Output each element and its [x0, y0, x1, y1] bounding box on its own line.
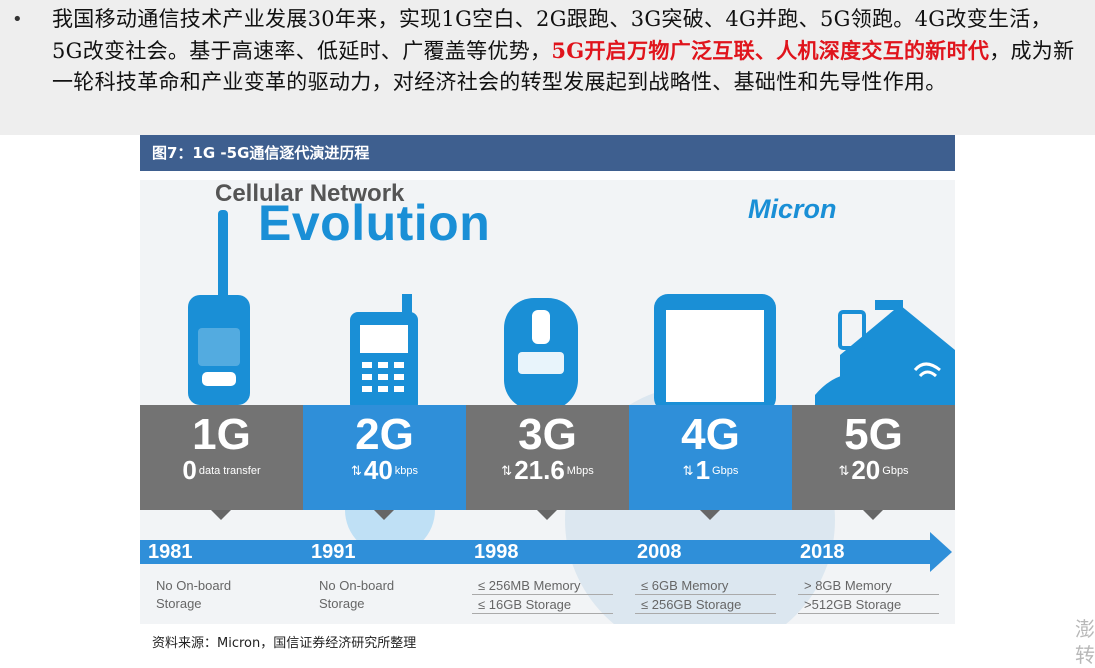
figure-title: Evolution	[258, 195, 491, 251]
speed-unit-5g: Gbps	[882, 464, 909, 477]
timeline-bar	[140, 540, 935, 564]
band-2g	[303, 405, 466, 510]
gen-label-3g: 3G	[518, 410, 577, 459]
phone-3g-icon	[504, 298, 578, 410]
band-1g	[140, 405, 303, 510]
gen-label-2g: 2G	[355, 410, 414, 459]
gen-label-1g: 1G	[192, 410, 251, 459]
storage-line: Storage	[319, 596, 365, 611]
year-4g: 2008	[637, 541, 682, 563]
speed-value-5g: 20	[851, 455, 881, 485]
storage-line: ≤ 16GB Storage	[472, 597, 613, 614]
storage-line: > 8GB Memory	[798, 578, 939, 595]
storage-5g: > 8GB Memory >512GB Storage	[798, 578, 953, 616]
speed-unit-3g: Mbps	[566, 464, 594, 477]
paragraph-text-after: ，成为新一轮科技革命和产业变革的驱动力，对经济社会的转型发展起到战略性、基础性和…	[52, 39, 1075, 94]
storage-3g: ≤ 256MB Memory ≤ 16GB Storage	[472, 578, 627, 616]
year-3g: 1998	[474, 541, 519, 563]
updown-arrow-icon: ⇅	[501, 462, 513, 478]
storage-4g: ≤ 6GB Memory ≤ 256GB Storage	[635, 578, 790, 616]
gen-label-5g: 5G	[844, 410, 903, 459]
storage-line: ≤ 256GB Storage	[635, 597, 776, 614]
band-5g	[792, 405, 955, 510]
speed-unit-2g: kbps	[394, 464, 419, 477]
phone-1g-icon	[188, 210, 250, 405]
speed-unit-1g: data transfer	[198, 464, 261, 477]
updown-arrow-icon: ⇅	[350, 462, 362, 478]
phone-4g-icon	[654, 294, 776, 412]
paragraph-highlight: 5G开启万物广泛互联、人机深度交互的新时代	[551, 38, 990, 63]
gen-label-4g: 4G	[681, 410, 740, 459]
speed-value-4g: 1	[695, 455, 711, 485]
paragraph-text-before: 我国移动通信技术产业发展30年来，实现1G空白、2G跟跑、3G突破、4G并跑、5…	[52, 7, 1052, 63]
storage-1g: No On-board Storage	[150, 578, 305, 614]
top-text-band	[0, 0, 1095, 135]
source-note: 资料来源：Micron，国信证券经济研究所整理	[152, 636, 417, 651]
storage-line: No On-board	[319, 578, 395, 593]
band-pointers	[211, 510, 883, 520]
phone-2g-icon	[350, 294, 418, 412]
figure-header: Cellular Network	[215, 180, 405, 207]
iot-5g-icon	[815, 300, 955, 415]
intro-paragraph: 我国移动通信技术产业发展30年来，实现1G空白、2G跟跑、3G突破、4G并跑、5…	[52, 4, 1088, 98]
speed-value-3g: 21.6	[514, 455, 565, 485]
speed-value-2g: 40	[363, 455, 393, 485]
micron-logo: Micron	[748, 194, 837, 224]
storage-line: ≤ 256MB Memory	[472, 578, 613, 595]
evolution-figure: Cellular Network Evolution Micron 1G 2G …	[140, 180, 955, 624]
storage-line: Storage	[156, 596, 202, 611]
figure-graphics	[140, 210, 955, 624]
bullet-dot: •	[12, 9, 23, 30]
year-2g: 1991	[311, 541, 356, 563]
band-4g	[629, 405, 792, 510]
speed-unit-4g: Gbps	[712, 464, 739, 477]
updown-arrow-icon: ⇅	[838, 462, 850, 478]
updown-arrow-icon: ⇅	[682, 462, 694, 478]
year-5g: 2018	[800, 541, 845, 563]
band-3g	[466, 405, 629, 510]
speed-value-1g: 0	[182, 455, 197, 485]
storage-2g: No On-board Storage	[313, 578, 468, 614]
storage-line: No On-board	[156, 578, 232, 593]
year-1g: 1981	[148, 541, 193, 563]
timeline-arrowhead	[930, 532, 952, 572]
storage-line: ≤ 6GB Memory	[635, 578, 776, 595]
storage-line: >512GB Storage	[798, 597, 939, 614]
watermark: 澎 转	[1075, 617, 1095, 667]
figure-caption: 图7：1G -5G通信逐代演进历程	[140, 135, 955, 171]
